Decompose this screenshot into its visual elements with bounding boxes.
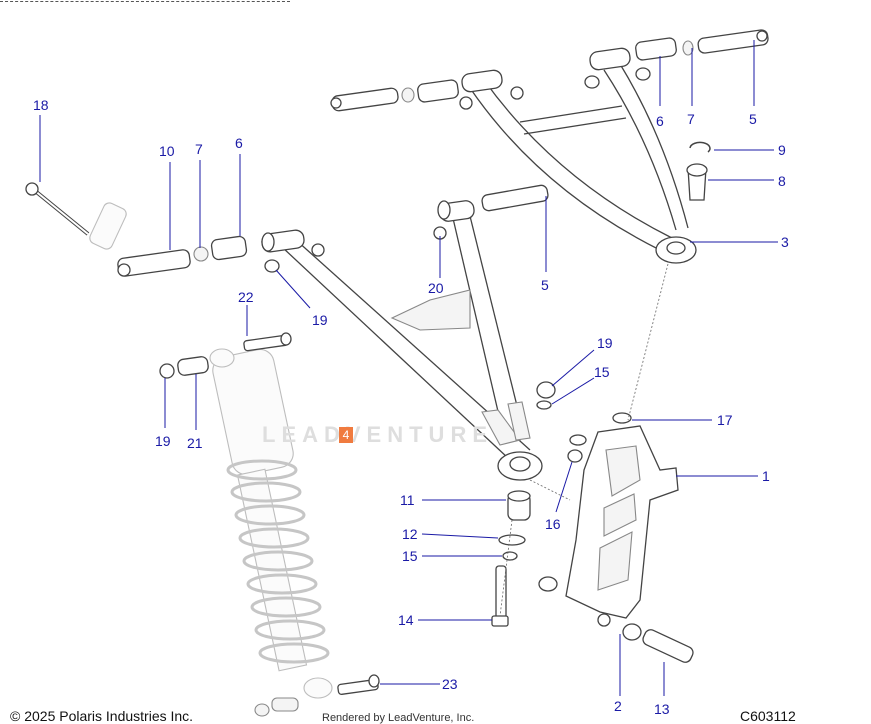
- callout-17: 17: [717, 412, 733, 428]
- callout-7-left: 7: [195, 141, 203, 157]
- callout-12: 12: [402, 526, 418, 542]
- callout-10: 10: [159, 143, 175, 159]
- callout-19-arm: 19: [312, 312, 328, 328]
- callout-16: 16: [545, 516, 561, 532]
- callout-19-shock: 19: [155, 433, 171, 449]
- callout-5-upper: 5: [749, 111, 757, 127]
- header-dashed-rule: [0, 1, 290, 2]
- watermark-text: LEADVENTURE: [262, 422, 494, 447]
- callout-1: 1: [762, 468, 770, 484]
- callout-8: 8: [778, 173, 786, 189]
- callout-14: 14: [398, 612, 414, 628]
- callout-6-left: 6: [235, 135, 243, 151]
- callout-18: 18: [33, 97, 49, 113]
- callout-22: 22: [238, 289, 254, 305]
- callout-13: 13: [654, 701, 670, 717]
- lower-ball-joint-stack: [491, 490, 531, 627]
- callout-2: 2: [614, 698, 622, 714]
- callout-6-right: 6: [656, 113, 664, 129]
- callout-15-lower: 15: [402, 548, 418, 564]
- callout-19-knuckle: 19: [597, 335, 613, 351]
- diagram-code: C603112: [740, 708, 796, 724]
- lower-a-arm: [25, 182, 549, 481]
- shock-hardware: [159, 332, 380, 695]
- callout-23: 23: [442, 676, 458, 692]
- steering-knuckle: [536, 381, 694, 663]
- callout-7-right: 7: [687, 111, 695, 127]
- highlighted-callout-4[interactable]: 4: [339, 427, 353, 443]
- callout-5-lower: 5: [541, 277, 549, 293]
- assembly-lines: [499, 263, 669, 617]
- callout-11: 11: [400, 492, 415, 508]
- callout-21: 21: [187, 435, 203, 451]
- callout-3: 3: [781, 234, 789, 250]
- shock-absorber: [209, 348, 333, 717]
- callout-9: 9: [778, 142, 786, 158]
- callout-15-upper: 15: [594, 364, 610, 380]
- rendered-by-text: Rendered by LeadVenture, Inc.: [322, 712, 475, 724]
- upper-a-arm: [330, 29, 769, 264]
- callouts: 18 10 7 6 7 6 5 9 8 3 5 20 22 19 19 15 1: [33, 40, 789, 717]
- copyright-text: © 2025 Polaris Industries Inc.: [10, 708, 194, 724]
- callout-20: 20: [428, 280, 444, 296]
